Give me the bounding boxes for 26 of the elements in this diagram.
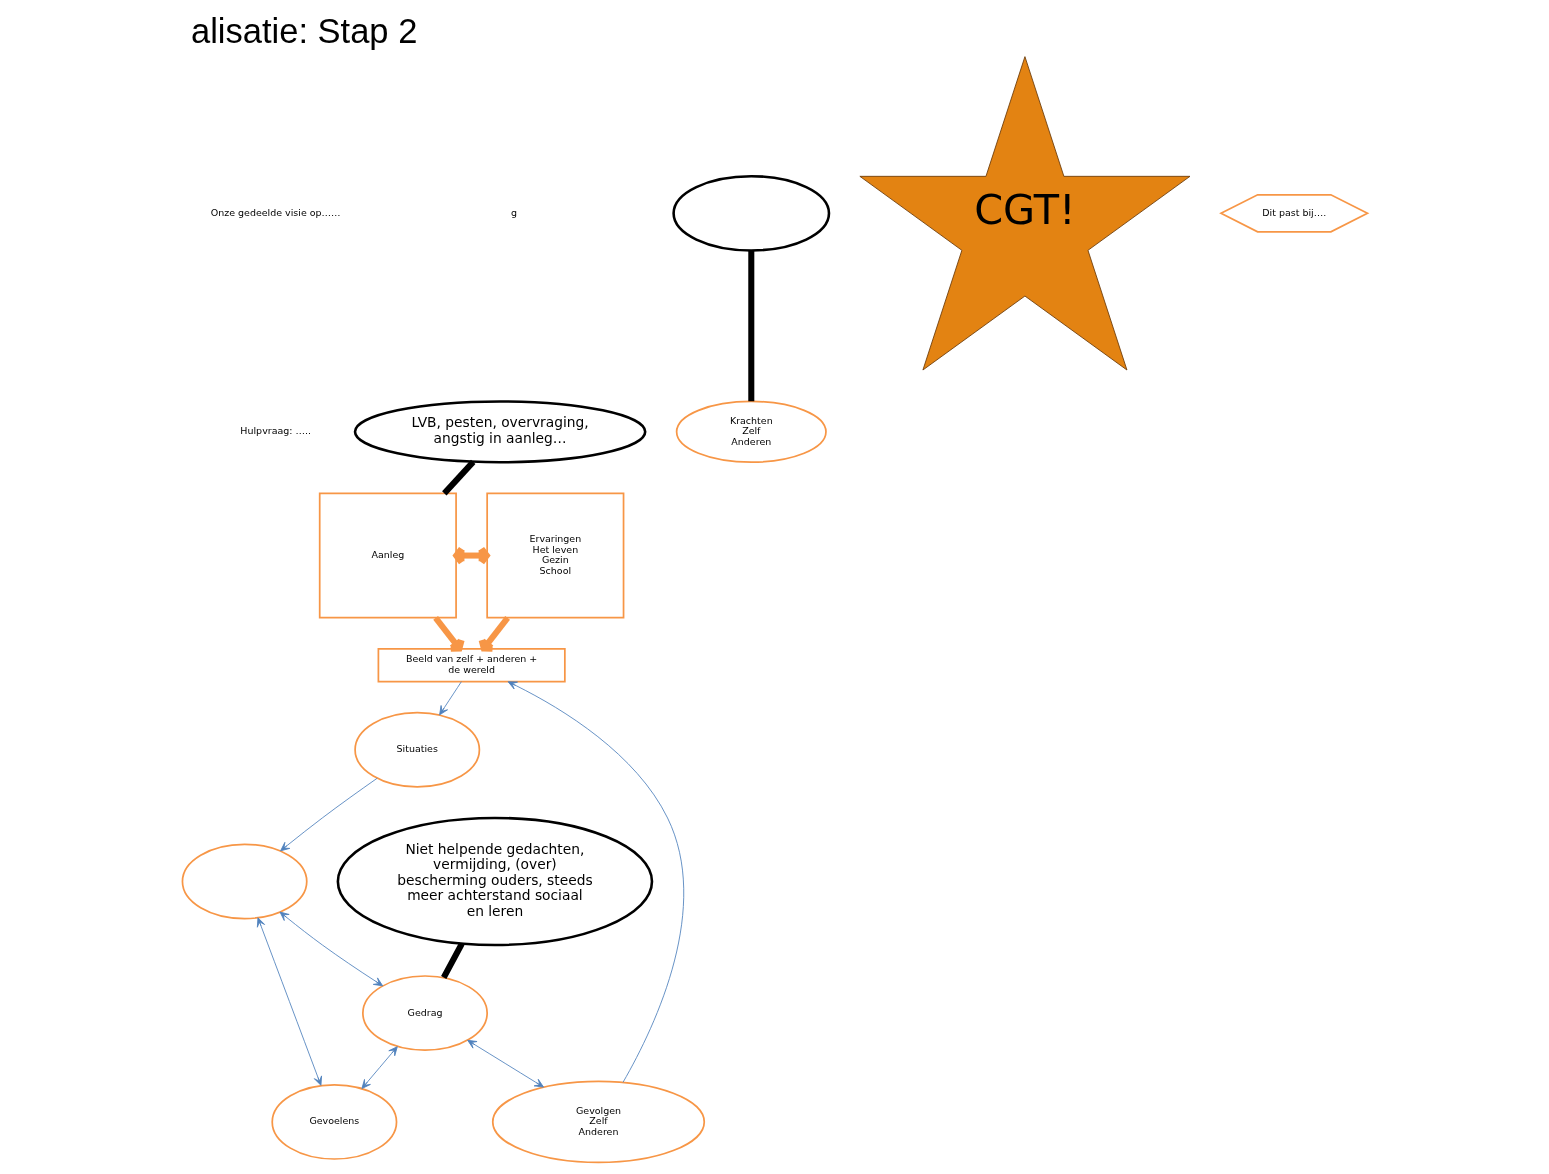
arrow xyxy=(360,1046,398,1089)
node-ellipse: LVB, pesten, overvraging, angstig in aanleg… xyxy=(353,400,646,464)
arrow xyxy=(478,616,510,652)
label: Onze gedeelde visie op…… xyxy=(210,206,341,218)
arrow xyxy=(438,681,462,716)
arrow xyxy=(256,917,322,1086)
node-ellipse: Gevoelens xyxy=(270,1083,397,1160)
node-ellipse: Krachten Zelf Anderen xyxy=(675,400,827,464)
node-box: Aanleg xyxy=(318,492,457,619)
node-box: Ervaringen Het leven Gezin School xyxy=(485,492,624,619)
node-ellipse xyxy=(671,174,830,252)
connector xyxy=(747,250,754,402)
node-box: Beeld van zelf + anderen + de wereld xyxy=(377,647,566,683)
label: g xyxy=(510,206,517,218)
diagram-title: alisatie: Stap 2 xyxy=(190,11,417,50)
connector xyxy=(441,459,475,496)
arrow xyxy=(507,681,684,1083)
arrow xyxy=(279,777,378,852)
arrow xyxy=(466,1039,544,1088)
arrow xyxy=(279,911,383,987)
connector xyxy=(440,942,464,979)
node-ellipse: Niet helpende gedachten, vermijding, (over) bescherming ouders, steeds meer achterstand sociaal en leren xyxy=(336,816,653,947)
node-ellipse: Situaties xyxy=(353,711,480,788)
arrow xyxy=(432,616,465,652)
arrow xyxy=(452,545,490,566)
label: Hulpvraag: ….. xyxy=(239,425,311,437)
